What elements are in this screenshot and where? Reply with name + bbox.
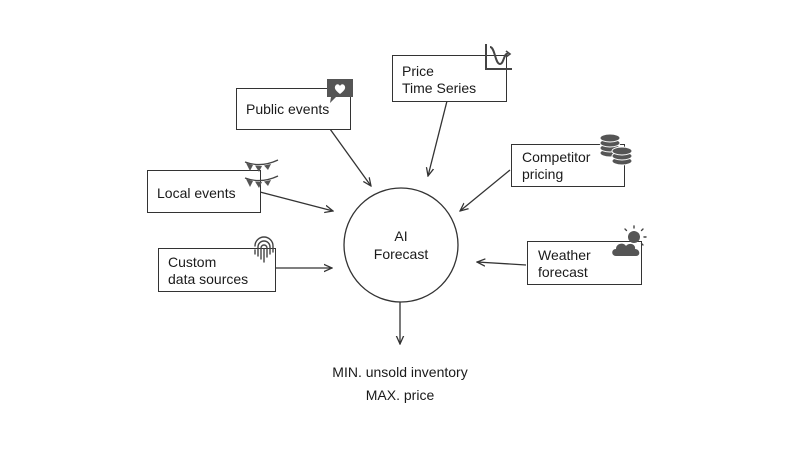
arrow-weather-forecast <box>477 262 527 265</box>
price-time-series-label: Price Time Series <box>402 63 477 96</box>
competitor-pricing-box: Competitor pricing <box>511 144 625 187</box>
price-time-series-box: Price Time Series <box>392 55 507 102</box>
bunting-flags-icon <box>244 159 279 188</box>
ai-forecast-circle <box>343 187 459 303</box>
competitor-pricing-label: Competitor pricing <box>522 149 591 182</box>
arrow-local-events <box>259 191 333 211</box>
weather-forecast-label: Weather forecast <box>538 247 591 280</box>
line-chart-icon <box>485 44 512 70</box>
fingerprint-icon <box>254 236 274 263</box>
custom-data-sources-label: Custom data sources <box>168 254 249 287</box>
outcome-min-unsold-inventory: MIN. unsold inventory <box>332 364 468 380</box>
heart-speech-bubble-icon <box>327 79 353 103</box>
arrow-public-events <box>329 128 371 186</box>
arrow-price-time-series <box>428 100 448 176</box>
arrow-competitor-pricing <box>460 169 511 211</box>
public-events-label: Public events <box>246 101 330 117</box>
sun-cloud-icon <box>612 225 647 256</box>
ai-forecast-label: AI Forecast <box>373 228 429 262</box>
custom-data-sources-box: Custom data sources <box>158 248 276 292</box>
coin-stack-icon <box>599 133 633 166</box>
local-events-label: Local events <box>157 185 236 201</box>
outcome-max-price: MAX. price <box>365 387 435 403</box>
local-events-box: Local events <box>147 170 261 213</box>
